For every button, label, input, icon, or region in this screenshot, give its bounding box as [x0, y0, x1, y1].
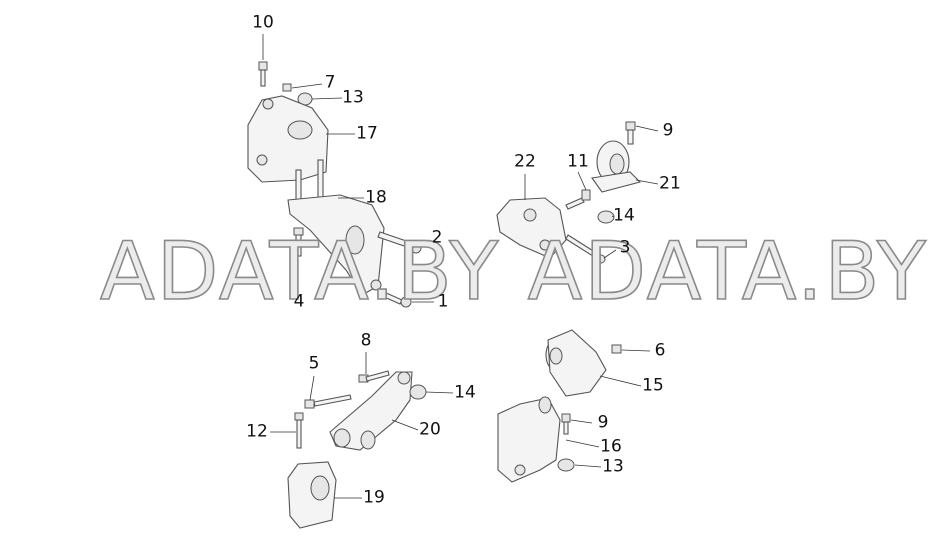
callout-16: 16 [600, 436, 622, 457]
nut-14-bottom [409, 384, 427, 400]
bolt-11 [565, 189, 591, 210]
callout-9: 9 [597, 412, 609, 433]
leader-lines [262, 34, 659, 499]
callout-17: 17 [356, 123, 378, 144]
callout-9: 9 [662, 120, 674, 141]
callout-8: 8 [360, 330, 372, 351]
nut-14-top [597, 210, 615, 224]
bolt-10 [258, 61, 268, 87]
bolt-8 [358, 370, 390, 383]
callout-4: 4 [293, 291, 305, 312]
callout-20: 20 [419, 419, 441, 440]
link-20 [329, 371, 413, 451]
callout-10: 10 [252, 12, 274, 33]
callout-13: 13 [602, 456, 624, 477]
callout-14: 14 [613, 205, 635, 226]
callout-2: 2 [431, 227, 443, 248]
callout-3: 3 [619, 237, 631, 258]
callout-14: 14 [454, 382, 476, 403]
bolt-4 [293, 227, 304, 257]
bolt-12 [294, 412, 304, 449]
mount-19 [287, 461, 337, 529]
bolt-6 [611, 344, 622, 354]
bracket-18 [287, 159, 385, 296]
mount-21 [591, 140, 642, 193]
mount-22 [496, 197, 567, 259]
callout-19: 19 [363, 487, 385, 508]
bolt-5 [304, 394, 352, 409]
callout-6: 6 [654, 340, 666, 361]
bolt-3 [565, 234, 606, 264]
callout-1: 1 [437, 291, 449, 312]
callout-5: 5 [308, 353, 320, 374]
bolt-1 [381, 291, 412, 308]
mount-15 [545, 329, 607, 397]
engine-mount-17 [247, 95, 329, 183]
callout-7: 7 [324, 72, 336, 93]
bracket-16 [497, 396, 561, 483]
callout-13: 13 [342, 87, 364, 108]
watermark: ADATA.BY ADATA.BY [99, 225, 928, 318]
nut-13-bottom [557, 458, 575, 472]
callout-21: 21 [659, 173, 681, 194]
bolt-9-top [625, 121, 636, 145]
callout-11: 11 [567, 151, 589, 172]
callout-12: 12 [246, 421, 268, 442]
bolt-9-bottom [561, 413, 571, 435]
bolt-7 [282, 83, 292, 92]
callout-15: 15 [642, 375, 664, 396]
callout-22: 22 [514, 151, 536, 172]
callout-18: 18 [365, 187, 387, 208]
